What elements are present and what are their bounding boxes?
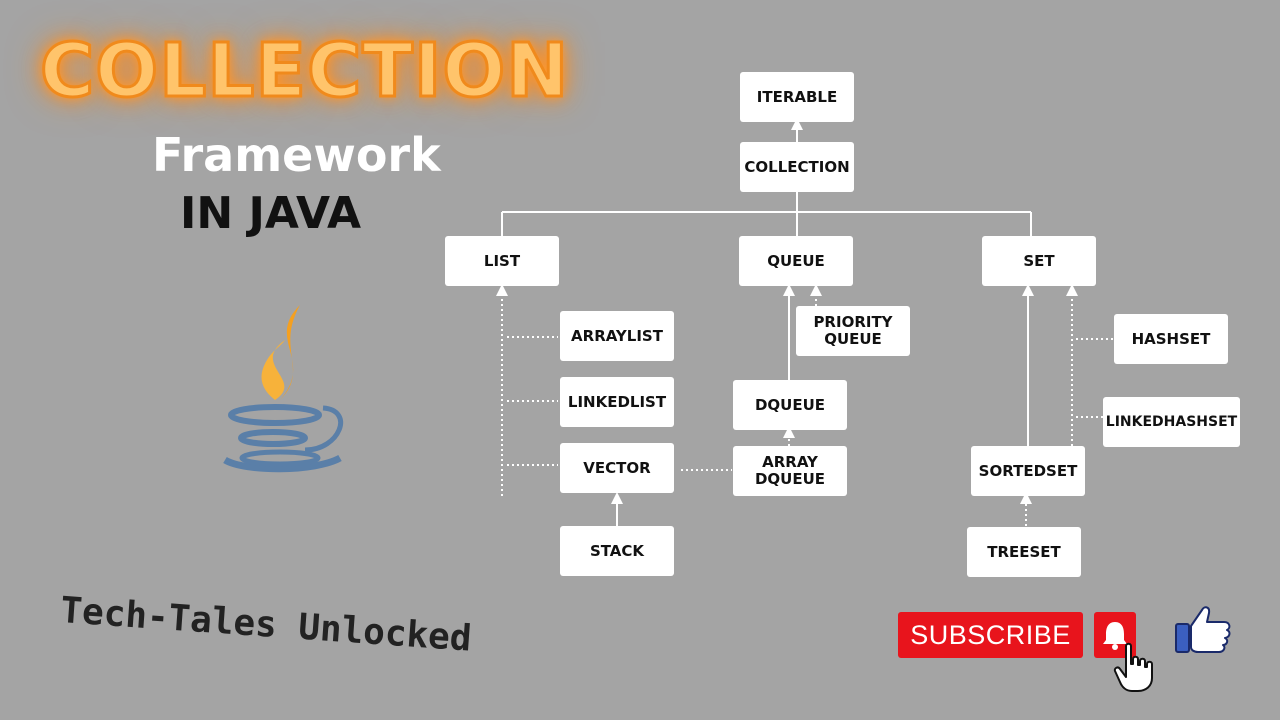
title-framework: Framework: [152, 128, 441, 182]
title-collection: COLLECTION: [38, 27, 570, 116]
notification-bell-button[interactable]: [1094, 612, 1136, 658]
bell-icon: [1103, 622, 1127, 650]
node-dqueue: DQUEUE: [733, 380, 847, 430]
hand-cursor-icon: [1113, 642, 1153, 692]
node-hashset: HASHSET: [1114, 314, 1228, 364]
node-collection: COLLECTION: [740, 142, 854, 192]
node-treeset: TREESET: [967, 527, 1081, 577]
node-set: SET: [982, 236, 1096, 286]
node-linkedlist: LINKEDLIST: [560, 377, 674, 427]
thumbs-up-icon[interactable]: [1174, 600, 1234, 656]
node-arraylist: ARRAYLIST: [560, 311, 674, 361]
node-sortedset: SORTEDSET: [971, 446, 1085, 496]
subscribe-button[interactable]: SUBSCRIBE: [898, 612, 1083, 658]
node-list: LIST: [445, 236, 559, 286]
java-logo-icon: [223, 305, 344, 473]
node-priority-queue: PRIORITY QUEUE: [796, 306, 910, 356]
node-vector: VECTOR: [560, 443, 674, 493]
node-stack: STACK: [560, 526, 674, 576]
node-iterable: ITERABLE: [740, 72, 854, 122]
title-in-java: IN JAVA: [180, 188, 362, 239]
node-array-dqueue: ARRAY DQUEUE: [733, 446, 847, 496]
node-queue: QUEUE: [739, 236, 853, 286]
node-linkedhashset: LINKEDHASHSET: [1103, 397, 1240, 447]
